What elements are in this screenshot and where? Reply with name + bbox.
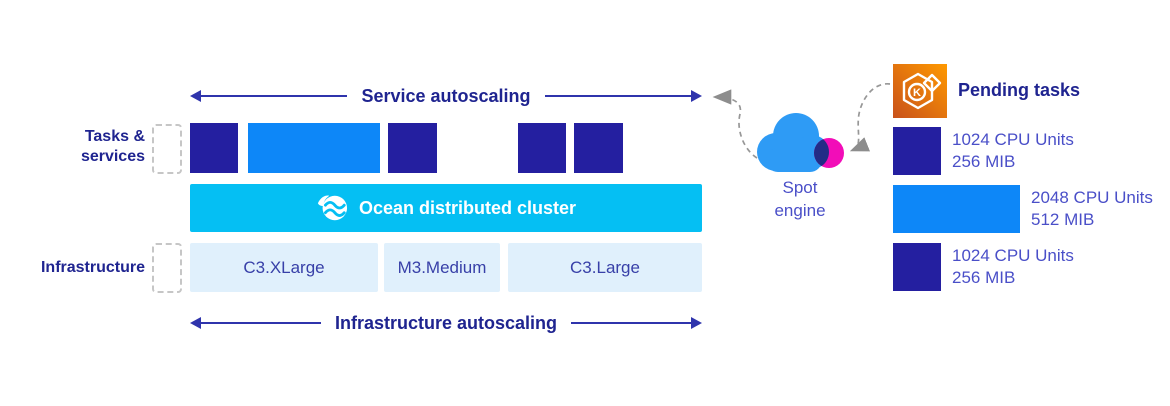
arrow-line: [201, 322, 321, 324]
pending-task-block: [893, 185, 1020, 233]
task-block-wide: [248, 123, 380, 173]
service-autoscaling-arrow: Service autoscaling: [190, 84, 703, 108]
task-block: [388, 123, 437, 173]
pending-task-spec: 2048 CPU Units 512 MIB: [1031, 187, 1153, 231]
pending-task-spec: 1024 CPU Units 256 MIB: [952, 245, 1074, 289]
pending-task-cpu: 2048 CPU Units: [1031, 188, 1153, 207]
svg-text:K: K: [913, 87, 921, 99]
pending-task-block: [893, 243, 941, 291]
task-block: [574, 123, 623, 173]
pending-task-spec: 1024 CPU Units 256 MIB: [952, 129, 1074, 173]
tasks-services-row-label: Tasks & services: [0, 127, 145, 167]
pending-task-cpu: 1024 CPU Units: [952, 246, 1074, 265]
kubernetes-icon: K: [893, 64, 947, 118]
infrastructure-autoscaling-arrow: Infrastructure autoscaling: [190, 311, 703, 335]
arrow-right-icon: [691, 317, 703, 329]
arrow-line: [571, 322, 692, 324]
pending-task-item: 1024 CPU Units 256 MIB: [893, 127, 1074, 175]
spot-engine-cloud-icon: [757, 113, 844, 172]
ocean-cluster-label: Ocean distributed cluster: [358, 197, 577, 218]
ocean-wave-icon: [317, 195, 348, 221]
arrow-left-icon: [190, 317, 201, 329]
dashed-connector-cloud-to-service-arrow: [712, 89, 758, 159]
empty-instance-slot: [152, 243, 182, 293]
spot-engine-label: Spot engine: [740, 176, 860, 222]
pending-task-item: 2048 CPU Units 512 MIB: [893, 185, 1153, 233]
task-block: [190, 123, 238, 173]
ocean-cluster-bar: Ocean distributed cluster: [190, 184, 702, 232]
pending-task-item: 1024 CPU Units 256 MIB: [893, 243, 1074, 291]
instance-box-c3large: C3.Large: [508, 243, 702, 292]
spot-engine-label-line2: engine: [774, 201, 826, 220]
service-autoscaling-label: Service autoscaling: [361, 85, 531, 106]
infrastructure-autoscaling-label: Infrastructure autoscaling: [334, 312, 558, 333]
pending-task-mem: 256 MIB: [952, 152, 1016, 171]
arrow-line: [201, 95, 348, 97]
arrow-left-icon: [190, 90, 201, 102]
pending-tasks-title: Pending tasks: [958, 80, 1081, 100]
tasks-label-line1: Tasks &: [84, 128, 145, 145]
spot-engine-label-line1: Spot: [782, 178, 818, 197]
task-block: [518, 123, 566, 173]
instance-box-c3xlarge: C3.XLarge: [190, 243, 378, 292]
pending-task-mem: 512 MIB: [1031, 210, 1095, 229]
pending-task-mem: 256 MIB: [952, 268, 1016, 287]
pending-task-block: [893, 127, 941, 175]
arrow-line: [544, 95, 692, 97]
dashed-connector-pending-to-cloud: [849, 83, 891, 152]
instance-box-m3medium: M3.Medium: [384, 243, 500, 292]
infrastructure-row-label: Infrastructure: [40, 259, 145, 276]
empty-task-slot: [152, 124, 182, 174]
tasks-label-line2: services: [80, 148, 145, 165]
arrow-right-icon: [691, 90, 703, 102]
pending-task-cpu: 1024 CPU Units: [952, 130, 1074, 149]
